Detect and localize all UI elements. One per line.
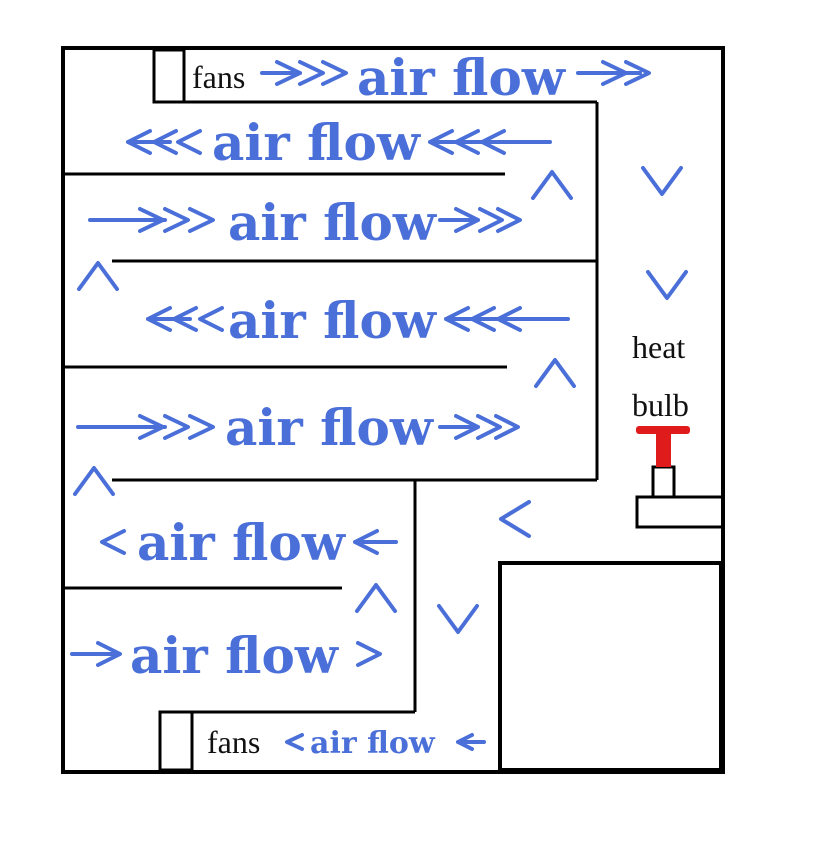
chevron-up-icon <box>355 583 397 613</box>
arrow-left-icon <box>444 306 570 332</box>
air-flow-text-row5: air flow <box>137 513 347 572</box>
arrow-right-icon <box>88 207 215 233</box>
heat-bulb-cap <box>636 426 690 434</box>
arrow-left-icon <box>126 129 202 155</box>
heat-label: heat <box>632 329 685 365</box>
top-fan <box>152 48 186 104</box>
air-flow-text-row1: air flow <box>212 113 422 172</box>
chevron-left-icon <box>499 500 531 538</box>
arrow-right-icon <box>76 414 215 440</box>
chevron-down-icon <box>437 604 479 634</box>
bulb-socket <box>651 465 676 499</box>
top-fans-label: fans <box>192 59 245 95</box>
arrow-right-icon <box>260 60 348 86</box>
bulb-shelf <box>635 495 725 529</box>
chevron-down-icon <box>641 166 683 196</box>
arrow-left-icon <box>353 529 398 555</box>
arrow-right-icon <box>576 60 651 86</box>
bottom-fan <box>158 710 194 772</box>
arrow-right-icon <box>438 207 522 233</box>
arrow-left-icon <box>146 306 224 332</box>
air-flow-text-row4: air flow <box>225 398 435 457</box>
enclosure-outline <box>61 46 725 774</box>
chevron-down-icon <box>646 270 688 300</box>
chevron-up-icon <box>77 261 119 291</box>
arrow-left-icon <box>456 733 486 751</box>
arrow-left-icon <box>428 129 552 155</box>
arrow-left-icon <box>100 529 126 555</box>
air-flow-text-row2: air flow <box>228 193 438 252</box>
air-flow-text-bottom: air flow <box>310 726 436 761</box>
chevron-up-icon <box>531 170 573 200</box>
bottom-fans-label: fans <box>207 724 260 760</box>
chevron-up-icon <box>534 358 576 388</box>
bulb-label: bulb <box>632 387 689 423</box>
chevron-up-icon <box>73 466 115 496</box>
arrow-right-icon <box>356 641 382 667</box>
lower-right-compartment <box>498 561 723 772</box>
arrow-right-icon <box>438 414 520 440</box>
air-flow-text-row6: air flow <box>130 626 340 685</box>
heat-bulb <box>656 430 671 467</box>
air-flow-text-row3: air flow <box>228 291 438 350</box>
air-flow-text-top: air flow <box>357 48 567 107</box>
arrow-right-icon <box>70 641 122 667</box>
arrow-left-icon <box>285 733 304 751</box>
